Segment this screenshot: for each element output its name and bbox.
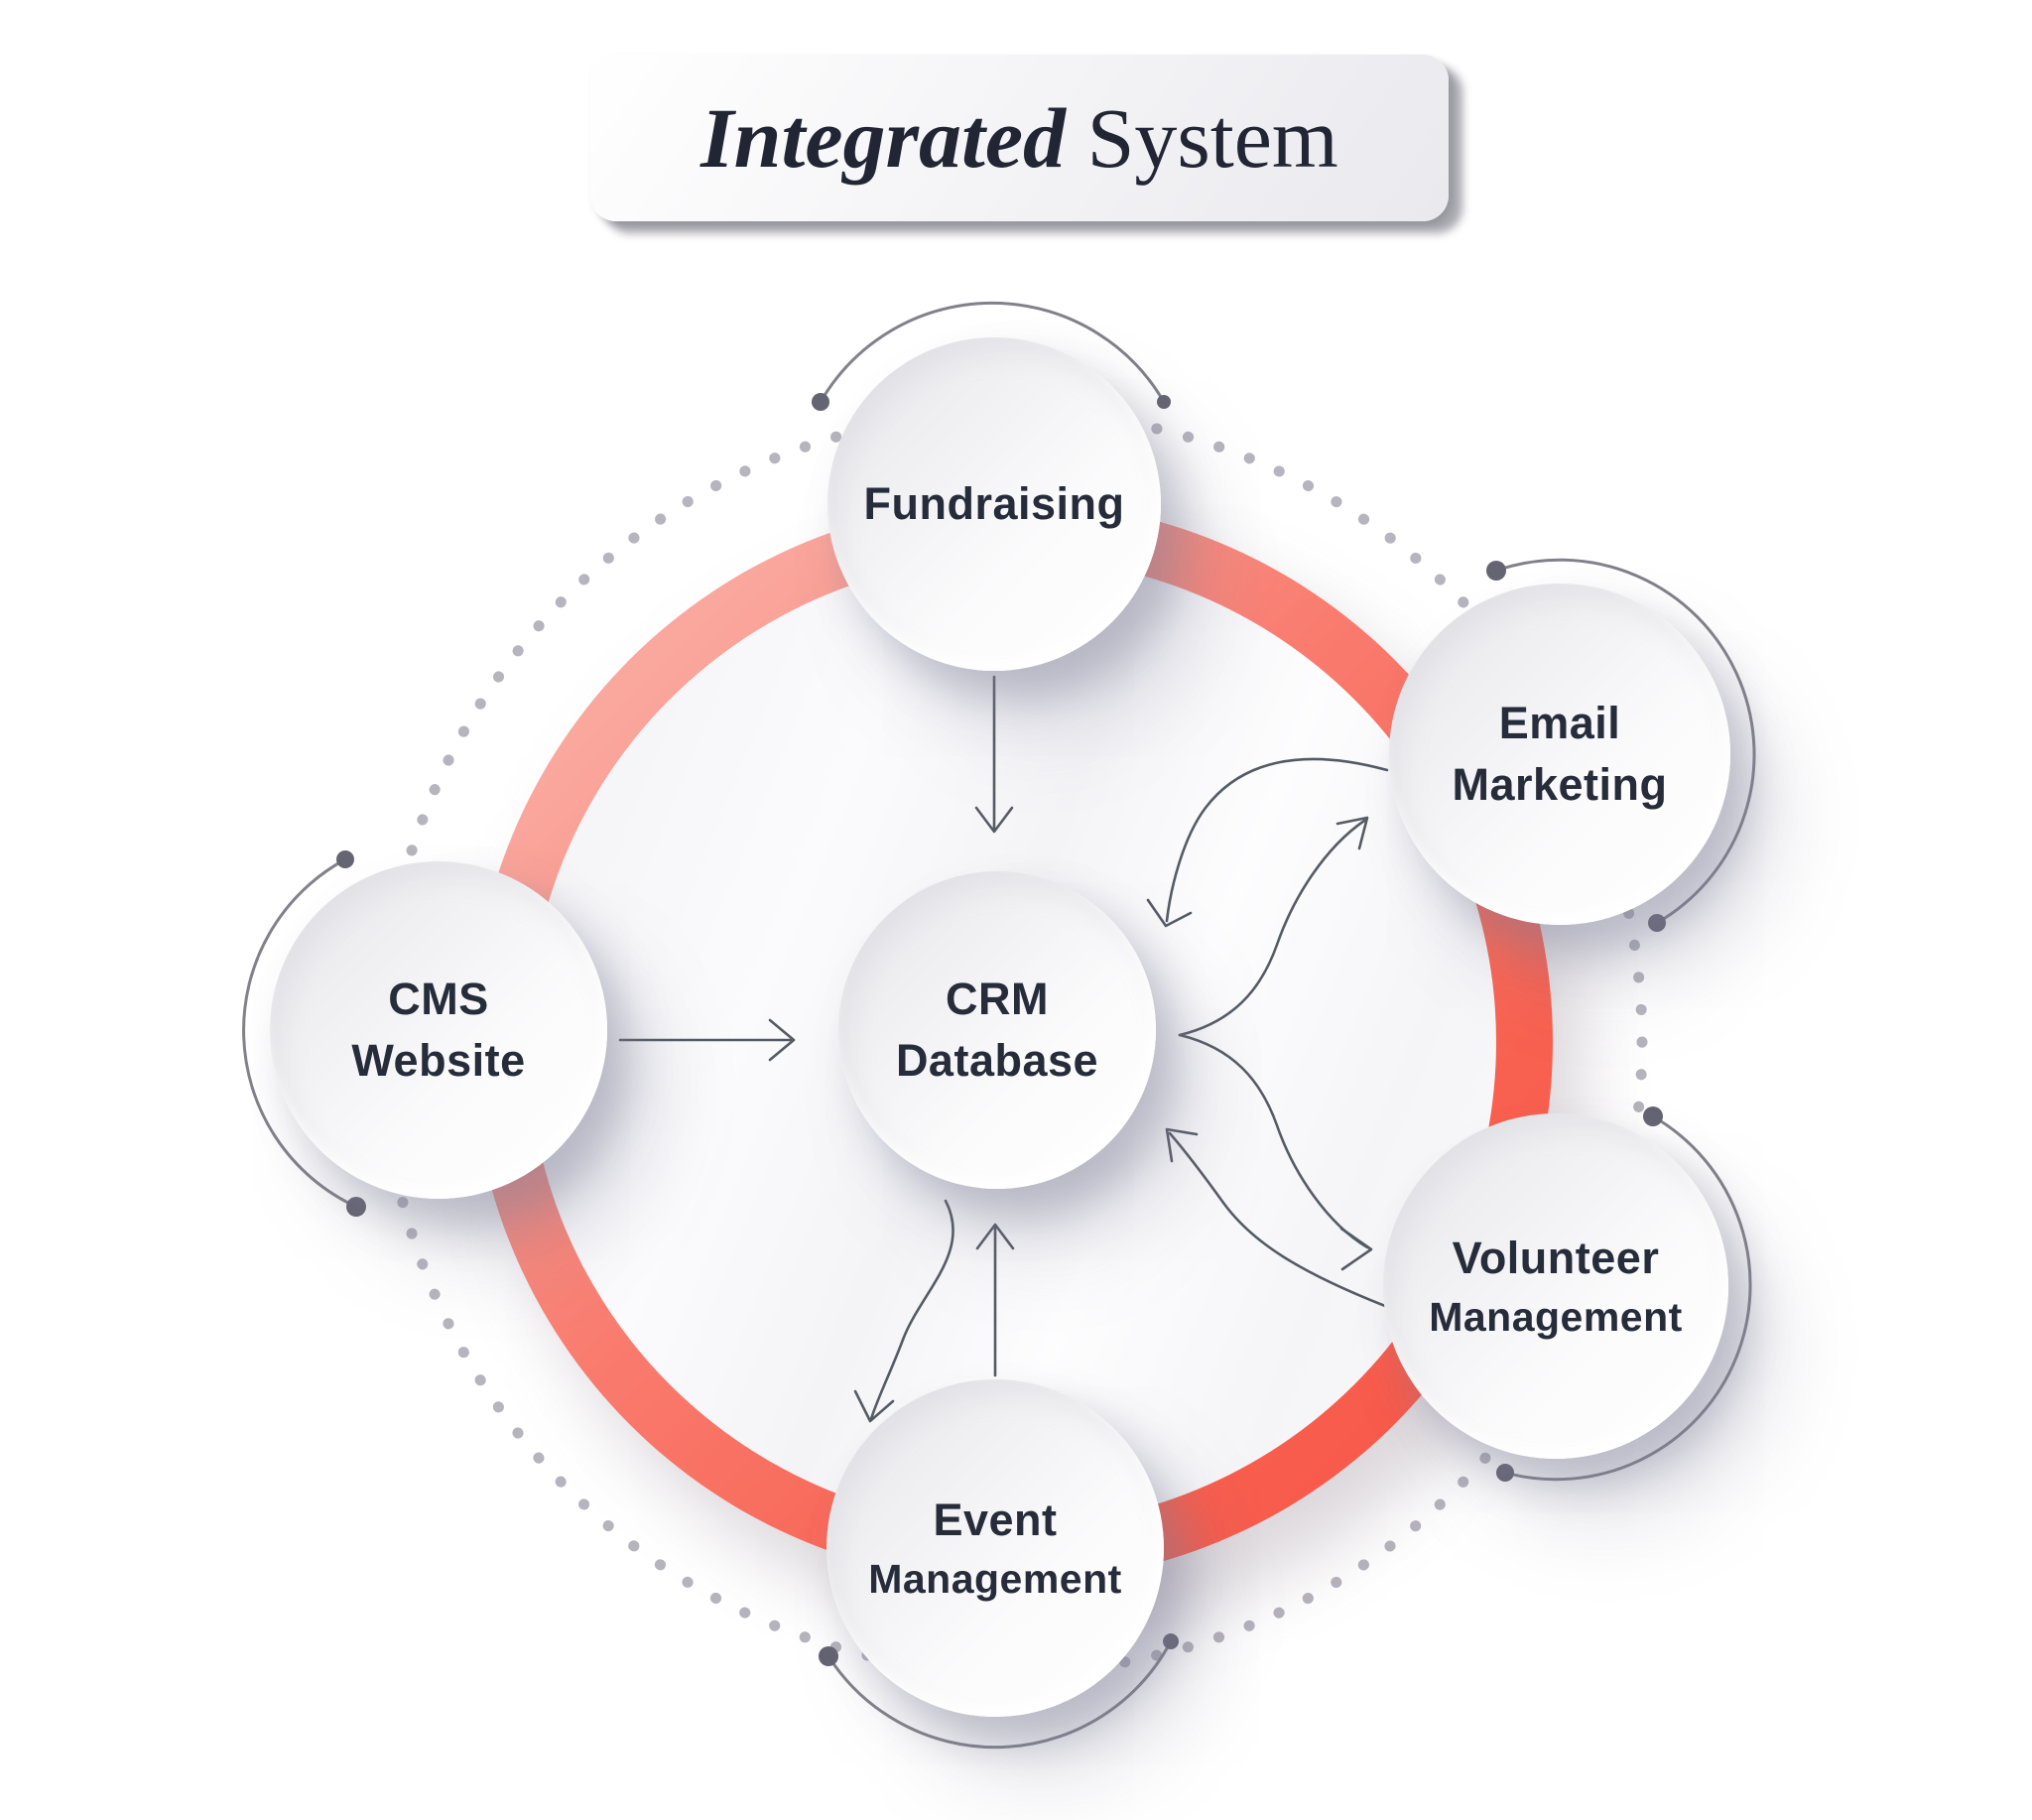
label-line: CMS — [388, 973, 489, 1024]
arrowhead — [974, 806, 1014, 834]
node-volunteer-management-label: Volunteer Management — [1429, 1228, 1683, 1346]
arrow-email-to-crm — [1165, 757, 1389, 923]
label-line: Management — [868, 1555, 1122, 1602]
arc-fundraising — [819, 301, 1166, 403]
page-title-rest: System — [1066, 90, 1338, 186]
arrow-volunteer-to-crm — [1168, 1131, 1387, 1308]
arrowhead — [853, 1389, 895, 1423]
node-event-management-label: Event Management — [868, 1490, 1122, 1608]
node-cms-website: CMS Website — [270, 861, 607, 1199]
arrowhead — [975, 1223, 1015, 1250]
title-box: Integrated System — [590, 55, 1449, 221]
arrow-crm-to-email — [1178, 819, 1366, 1037]
label-line: Website — [351, 1035, 526, 1086]
node-volunteer-management: Volunteer Management — [1383, 1113, 1728, 1459]
node-cms-website-label: CMS Website — [351, 969, 525, 1092]
node-crm-database: CRM Database — [838, 871, 1156, 1189]
node-fundraising-label: Fundraising — [864, 473, 1125, 535]
label-line: Database — [895, 1035, 1099, 1086]
arrowhead — [768, 1018, 796, 1062]
label-line: Fundraising — [863, 477, 1125, 529]
arrowhead — [1165, 1127, 1199, 1163]
arrowhead — [1146, 898, 1193, 928]
arc-cms — [242, 857, 357, 1209]
label-line: Management — [1429, 1293, 1683, 1340]
node-crm-database-label: CRM Database — [896, 969, 1098, 1092]
orbit-arcs — [242, 301, 1756, 1750]
node-email-marketing: Email Marketing — [1389, 584, 1730, 925]
arrowhead — [1335, 816, 1369, 850]
label-line: Volunteer — [1452, 1232, 1660, 1283]
label-line: Marketing — [1452, 759, 1668, 810]
node-email-marketing-label: Email Marketing — [1452, 693, 1667, 816]
arc-volunteer — [1504, 1114, 1752, 1482]
label-line: CRM — [946, 973, 1049, 1024]
label-line: Event — [933, 1494, 1058, 1545]
page-title-emphasis: Integrated — [700, 90, 1067, 186]
label-line: Email — [1498, 697, 1621, 748]
arrow-crm-to-volunteer — [1178, 1033, 1369, 1249]
arrow-crm-to-event — [869, 1199, 954, 1421]
arc-email — [1495, 558, 1756, 925]
node-event-management: Event Management — [826, 1379, 1164, 1717]
arrowhead — [1339, 1227, 1373, 1271]
arc-event — [826, 1640, 1173, 1750]
node-fundraising: Fundraising — [827, 337, 1161, 671]
orbit-arc-endpoint-dots — [336, 393, 1666, 1666]
